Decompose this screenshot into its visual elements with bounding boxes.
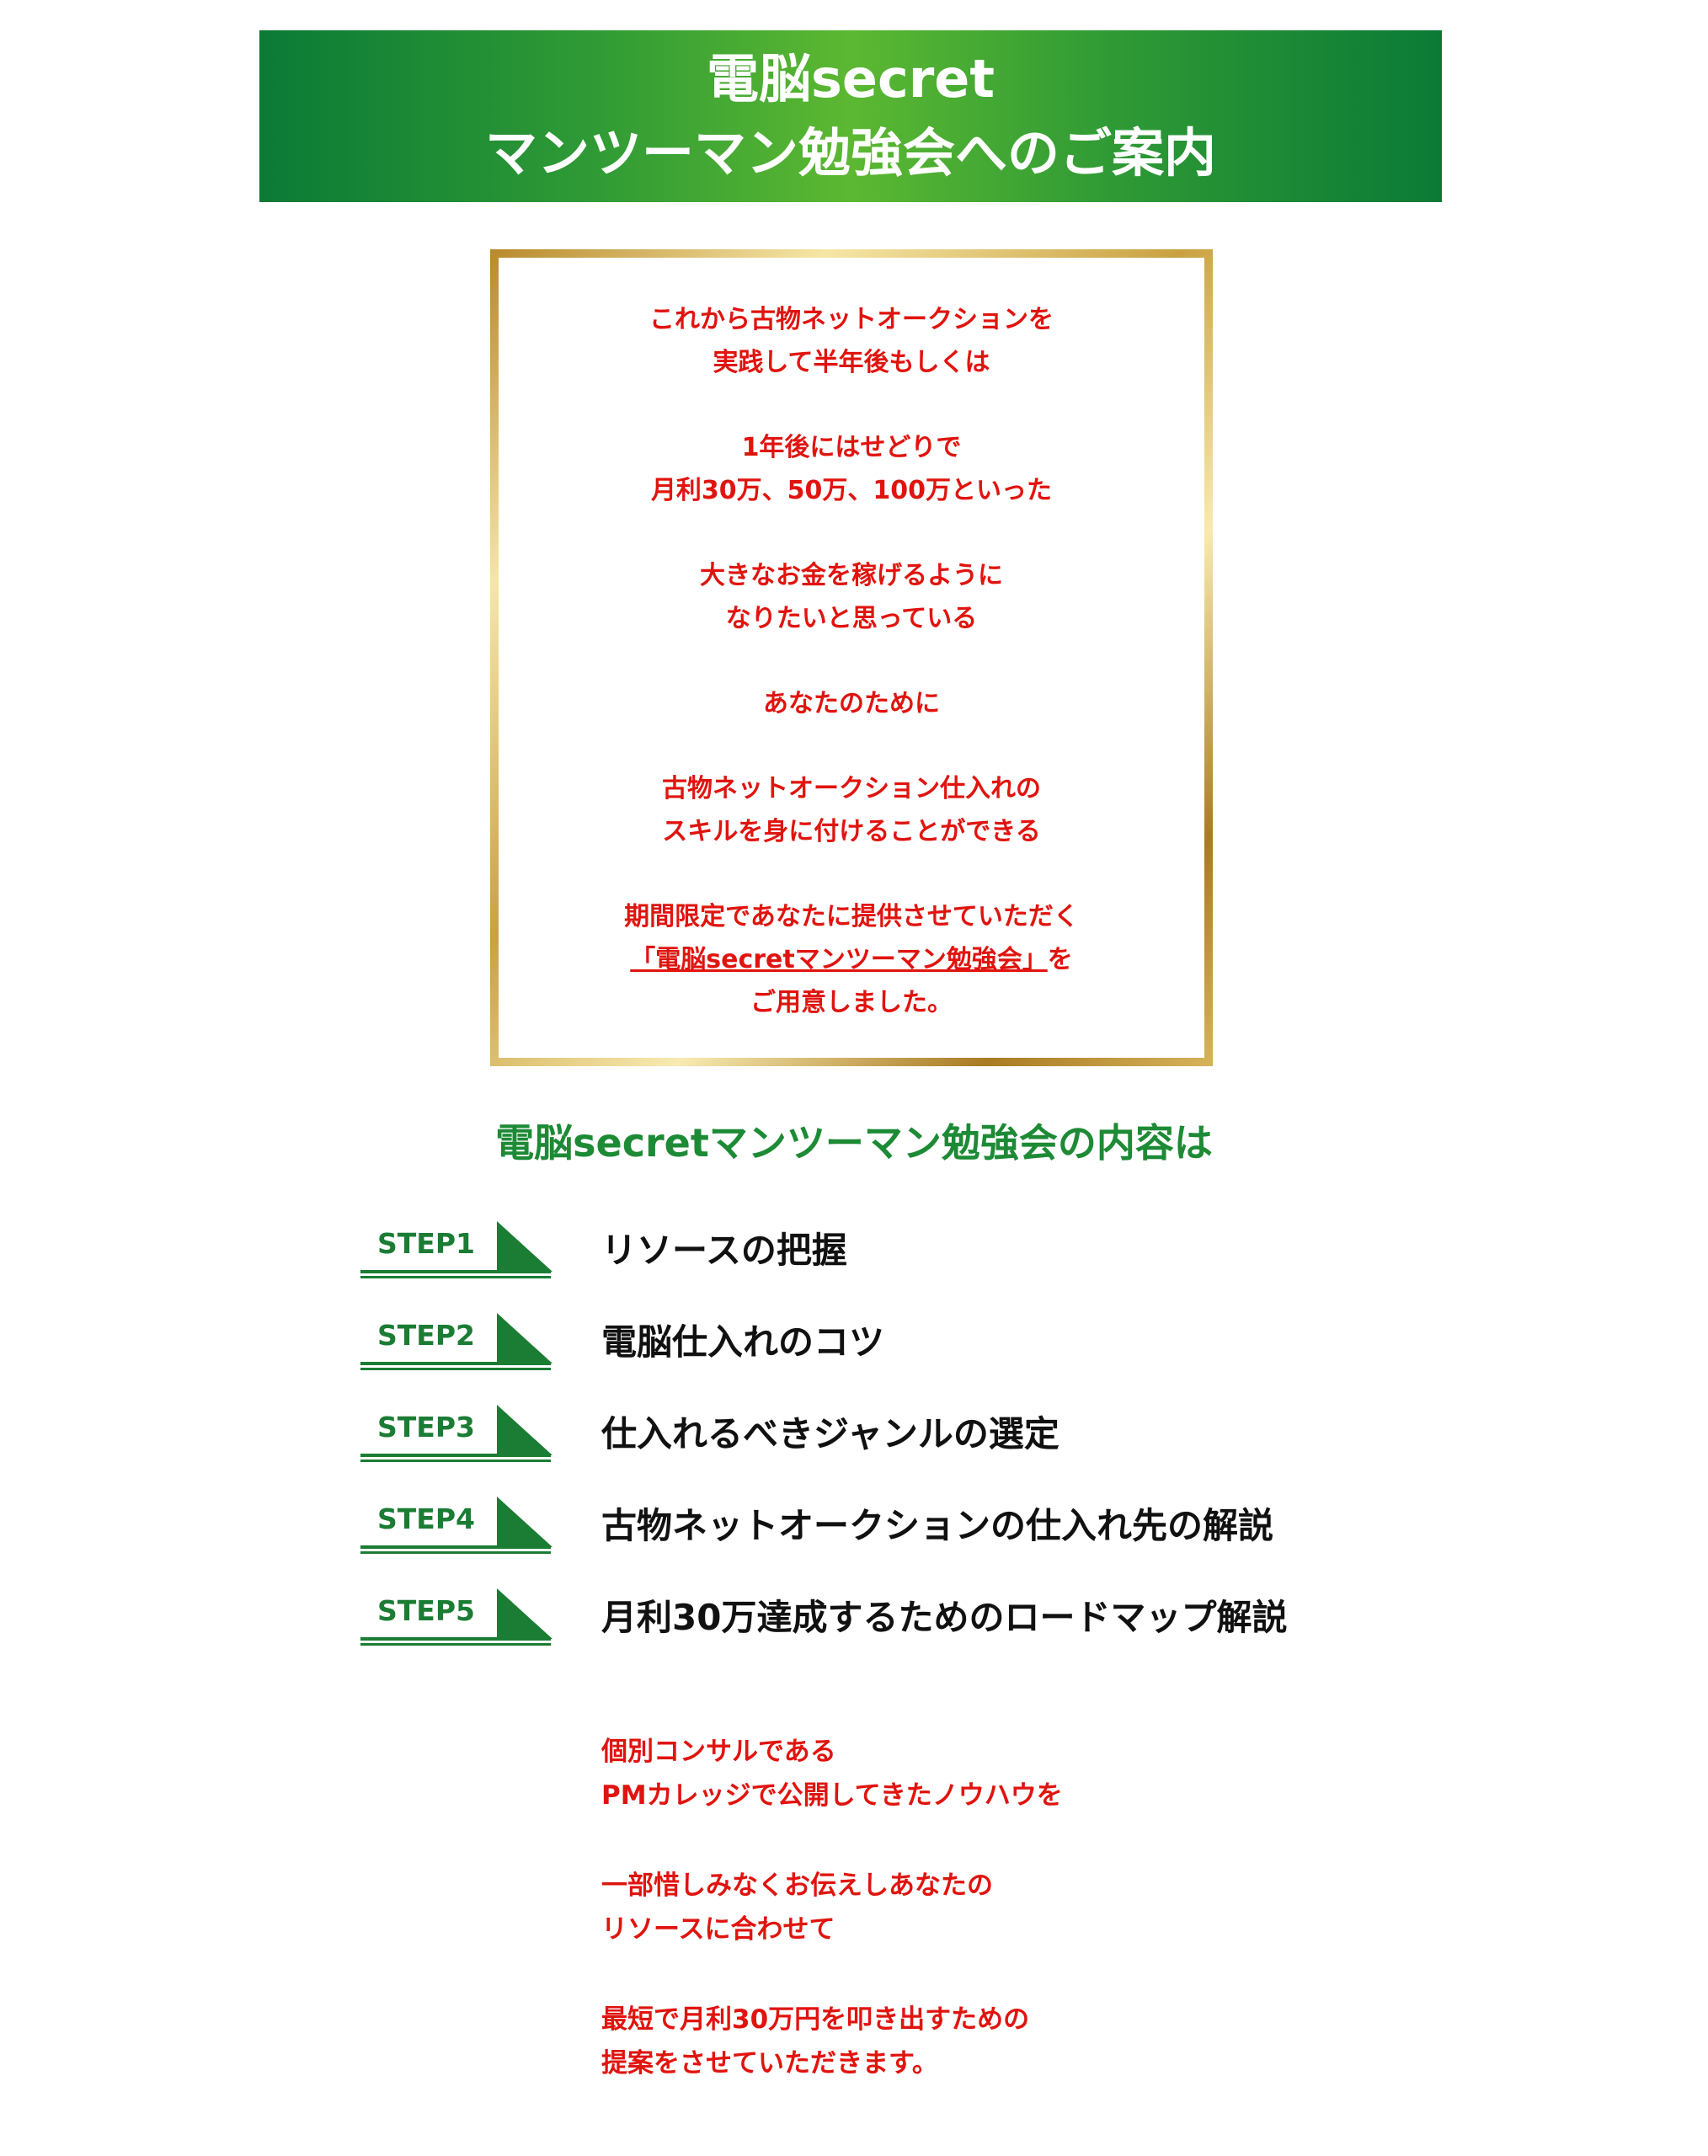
intro-line: なりたいと思っている [725, 604, 978, 633]
closing-line: 提案をさせていただきます。 [601, 2048, 938, 2079]
intro-line: ご用意しました。 [750, 988, 953, 1017]
step-title: 古物ネットオークションの仕入れ先の解説 [601, 1505, 1274, 1546]
closing-paragraph-3: 最短で月利30万円を叩き出すための 提案をさせていただきます。 [601, 1998, 1444, 2085]
intro-paragraph-6: 期間限定であなたに提供させていただく 「電脳secretマンツーマン勉強会」を … [499, 895, 1204, 1024]
closing-line: 一部惜しみなくお伝えしあなたの [601, 1870, 993, 1901]
intro-line: スキルを身に付けることができる [662, 817, 1041, 846]
step-underline-bottom [360, 1643, 551, 1646]
intro-paragraph-5: 古物ネットオークション仕入れの スキルを身に付けることができる [499, 767, 1204, 853]
intro-line: 大きなお金を稼げるように [700, 561, 1003, 590]
intro-line: 期間限定であなたに提供させていただく [624, 902, 1079, 931]
step-badge: STEP2 [360, 1313, 552, 1370]
closing-line: PMカレッジで公開してきたノウハウを [601, 1780, 1063, 1811]
intro-gold-frame: これから古物ネットオークションを 実践して半年後もしくは 1年後にはせどりで 月… [490, 249, 1213, 1066]
step-item: STEP3 仕入れるべきジャンルの選定 [359, 1403, 1454, 1495]
step-arrow-shape [497, 1313, 552, 1364]
intro-paragraph-2: 1年後にはせどりで 月利30万、50万、100万といった [499, 426, 1204, 512]
step-list: STEP1 リソースの把握 STEP2 電脳仕入れのコツ STEP3 仕入れるべ… [359, 1219, 1454, 1678]
intro-line: これから古物ネットオークションを [649, 305, 1054, 334]
step-item: STEP4 古物ネットオークションの仕入れ先の解説 [359, 1495, 1454, 1587]
course-name-underlined: 「電脳secretマンツーマン勉強会」 [630, 945, 1048, 974]
step-label: STEP5 [377, 1594, 475, 1627]
particle-text: を [1047, 945, 1073, 974]
step-arrow-shape [497, 1405, 552, 1455]
step-title: 月利30万達成するためのロードマップ解説 [601, 1597, 1288, 1638]
intro-paragraph-4: あなたのために [499, 682, 1204, 725]
step-underline-top [360, 1454, 551, 1457]
step-arrow-shape [497, 1221, 552, 1272]
step-underline-bottom [360, 1276, 551, 1278]
closing-text: 個別コンサルである PMカレッジで公開してきたノウハウを 一部惜しみなくお伝えし… [601, 1730, 1444, 2132]
step-item: STEP1 リソースの把握 [359, 1219, 1454, 1311]
closing-paragraph-1: 個別コンサルである PMカレッジで公開してきたノウハウを [601, 1730, 1444, 1817]
step-underline-top [360, 1637, 551, 1641]
step-badge: STEP1 [360, 1221, 552, 1278]
intro-paragraph-1: これから古物ネットオークションを 実践して半年後もしくは [499, 298, 1204, 384]
step-title: リソースの把握 [601, 1230, 847, 1271]
step-arrow-shape [497, 1497, 552, 1547]
intro-line: 月利30万、50万、100万といった [650, 476, 1053, 505]
intro-paragraph-3: 大きなお金を稼げるように なりたいと思っている [499, 554, 1204, 640]
step-underline-bottom [360, 1551, 551, 1554]
intro-line: 実践して半年後もしくは [713, 348, 990, 377]
step-underline-top [360, 1270, 551, 1273]
step-underline-bottom [360, 1460, 551, 1462]
step-item: STEP2 電脳仕入れのコツ [359, 1311, 1454, 1403]
step-title: 電脳仕入れのコツ [601, 1321, 885, 1363]
step-underline-top [360, 1545, 551, 1549]
step-underline-bottom [360, 1368, 551, 1370]
step-label: STEP3 [377, 1411, 475, 1444]
step-label: STEP1 [377, 1227, 475, 1260]
step-label: STEP4 [377, 1502, 475, 1535]
title-banner: 電脳secret マンツーマン勉強会へのご案内 [259, 30, 1442, 202]
intro-line: 1年後にはせどりで [741, 433, 962, 462]
step-arrow-shape [497, 1588, 552, 1639]
section-heading: 電脳secretマンツーマン勉強会の内容は [495, 1120, 1213, 1166]
intro-line: あなたのために [763, 689, 940, 718]
intro-box: これから古物ネットオークションを 実践して半年後もしくは 1年後にはせどりで 月… [499, 258, 1204, 1058]
banner-title-line2: マンツーマン勉強会へのご案内 [484, 122, 1216, 184]
step-label: STEP2 [377, 1319, 475, 1352]
step-badge: STEP5 [360, 1588, 552, 1646]
closing-paragraph-2: 一部惜しみなくお伝えしあなたの リソースに合わせて [601, 1864, 1444, 1951]
closing-line: 最短で月利30万円を叩き出すための [601, 2004, 1030, 2035]
step-item: STEP5 月利30万達成するためのロードマップ解説 [359, 1587, 1454, 1678]
step-underline-top [360, 1362, 551, 1365]
intro-line-with-title: 「電脳secretマンツーマン勉強会」を [499, 938, 1204, 981]
step-badge: STEP3 [360, 1405, 552, 1462]
step-badge: STEP4 [360, 1497, 552, 1554]
closing-line: 個別コンサルである [601, 1737, 836, 1767]
closing-line: リソースに合わせて [601, 1914, 835, 1945]
intro-line: 古物ネットオークション仕入れの [662, 774, 1041, 803]
banner-title-line1: 電脳secret [707, 48, 995, 109]
step-title: 仕入れるべきジャンルの選定 [601, 1413, 1059, 1454]
